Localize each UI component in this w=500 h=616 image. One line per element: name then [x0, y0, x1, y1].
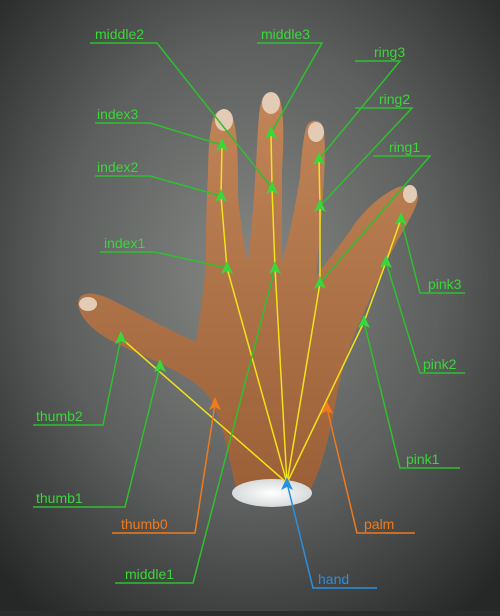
label-thumb2: thumb2 [36, 408, 83, 424]
label-hand: hand [318, 571, 349, 587]
label-index1: index1 [104, 235, 145, 251]
label-ring2: ring2 [379, 91, 410, 107]
label-ring1: ring1 [389, 139, 420, 155]
label-ring3: ring3 [374, 44, 405, 60]
hand-labels: hand [318, 571, 349, 587]
label-palm: palm [364, 516, 394, 532]
label-thumb0: thumb0 [121, 516, 168, 532]
label-index2: index2 [97, 159, 138, 175]
label-pink1: pink1 [406, 451, 440, 467]
label-middle1: middle1 [125, 566, 174, 582]
label-index3: index3 [97, 106, 138, 122]
label-pink3: pink3 [428, 276, 462, 292]
wrist-cut [232, 479, 312, 507]
label-middle3: middle3 [261, 26, 310, 42]
label-thumb1: thumb1 [36, 490, 83, 506]
label-middle2: middle2 [95, 26, 144, 42]
label-pink2: pink2 [423, 356, 457, 372]
